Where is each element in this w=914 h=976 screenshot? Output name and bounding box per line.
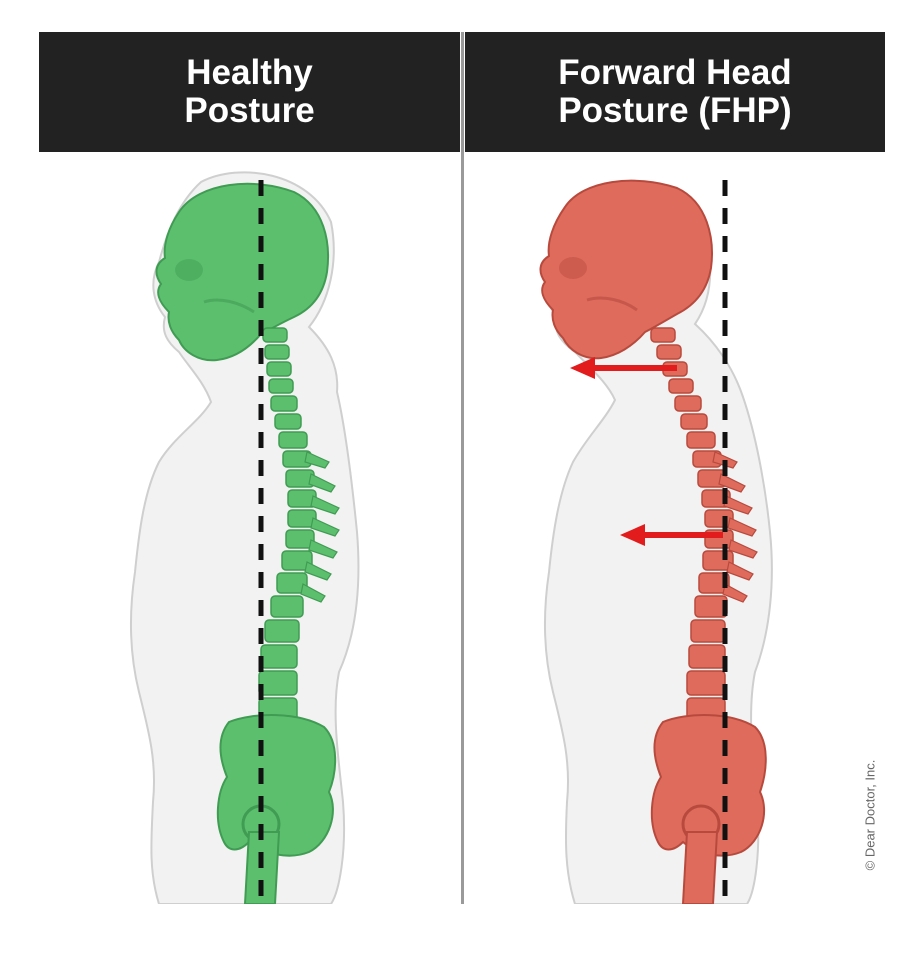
fhp-title-line1: Forward Head — [558, 53, 792, 92]
healthy-title-line1: Healthy — [186, 53, 313, 92]
fhp-illustration — [539, 179, 773, 904]
fhp-femur — [681, 831, 719, 904]
neck-forward-arrow — [570, 357, 677, 379]
healthy-posture-panel: Healthy Posture — [39, 32, 460, 904]
healthy-title-line2: Posture — [184, 91, 315, 130]
healthy-skull — [155, 182, 329, 362]
healthy-pelvis — [216, 714, 337, 857]
panel-divider-line — [461, 32, 464, 904]
torso-forward-arrow — [620, 524, 723, 546]
fhp-panel: Forward Head Posture (FHP) — [465, 32, 885, 904]
fhp-title-line2: Posture (FHP) — [558, 91, 792, 130]
copyright-notice: © Dear Doctor, Inc. — [862, 740, 878, 890]
copyright-text: © Dear Doctor, Inc. — [862, 759, 878, 871]
fhp-pelvis — [650, 714, 767, 857]
fhp-header: Forward Head Posture (FHP) — [465, 32, 885, 152]
fhp-skull — [539, 179, 713, 360]
healthy-posture-header: Healthy Posture — [39, 32, 460, 152]
healthy-spine — [258, 327, 317, 723]
healthy-posture-illustration — [129, 171, 360, 904]
